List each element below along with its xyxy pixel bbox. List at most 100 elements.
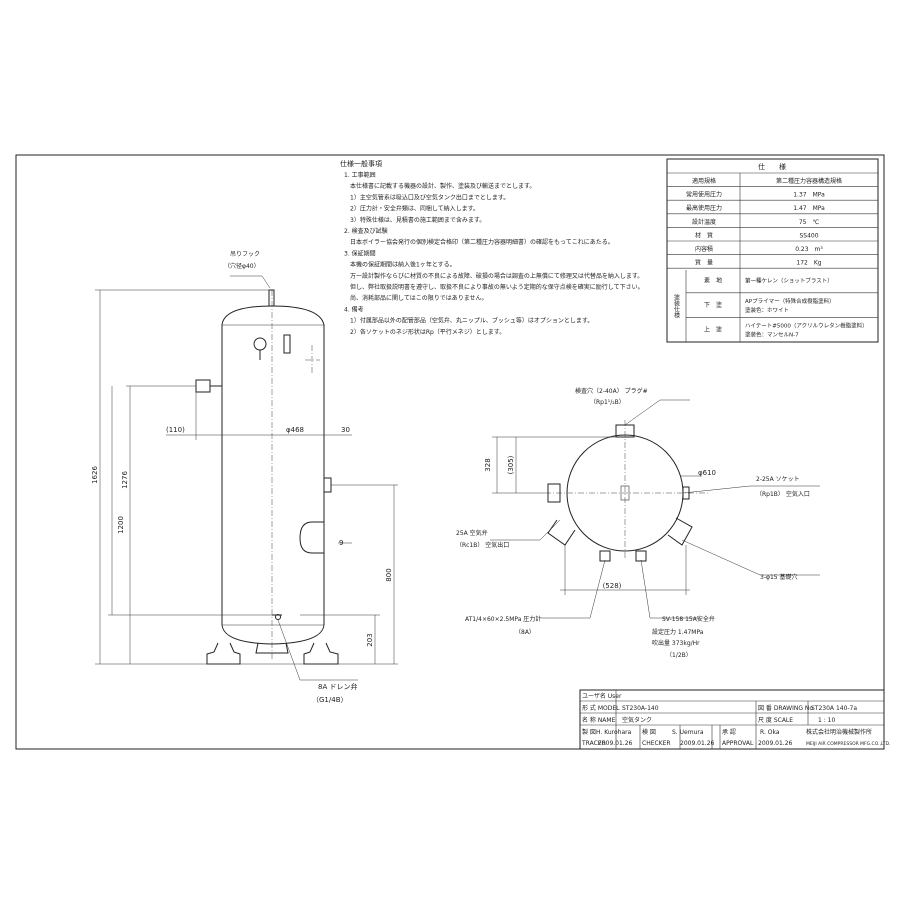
gauge-size: （8A） [515,629,535,636]
notes-line: 2）各ソケットのネジ形状はRp（平行メネジ）とします。 [350,328,505,336]
checked-name: S. Uemura [672,729,704,736]
top-outlet-valve-icon [547,483,561,503]
paint-row-label: 素 地 [704,277,722,285]
socket-label: 2-25A ソケット [756,476,800,483]
spec-row-label: 常用使用圧力 [686,191,722,199]
drain-label: 8A ドレン弁 [318,682,357,691]
dim-overall-height: 1626 [91,466,99,484]
general-notes: 仕様一般事項 1. 工事範囲本仕様書に記載する機器の設計、製作、塗装及び輸送まで… [340,159,644,336]
gauge-label: AT1/4×60×2.5MPa 圧力計 [465,615,541,623]
drawing-no-value: ST230A 140-7a [811,705,857,712]
spec-row-label: 内容積 [695,245,713,253]
hook-label: 吊りフック [230,251,260,258]
spec-row-value: SS400 [799,232,818,239]
checked-label-en: CHECKER [642,740,671,747]
dim-1276: 1276 [121,471,129,489]
dim-528: (528) [603,582,622,590]
notes-line: 1）付属部品以外の配管部品（空気弁、丸ニップル、ブッシュ等）はオプションとします… [350,317,593,325]
approved-date: 2009.01.26 [758,740,793,747]
notes-line: 3. 保証期間 [344,249,376,257]
dim-110: (110) [166,426,185,434]
checked-label: 検 図 [642,728,656,736]
spec-row-label: 最高使用圧力 [686,204,722,212]
outlet-label: 25A 空気弁 [456,529,488,537]
spec-header: 仕 様 [758,162,786,171]
outlet-valve-icon [195,379,211,393]
paint-group-label: 塗装仕様 [673,293,680,318]
spec-row-value: 第二種圧力容器構造規格 [776,177,842,185]
paint-row-value: 第一種ケレン（ショットブラスト） [745,277,833,285]
notes-line: 万一設計製作ならびに材質の不良による故障、破損の場合は調査の上無償にて修理又は代… [350,272,643,280]
name-label: 名 称 NAME [582,716,616,724]
model-label: 形 式 MODEL [582,704,620,712]
spec-row-value: 0.23 m³ [795,246,823,253]
dim-diameter: φ468 [286,426,304,434]
inspection-label: 検査穴（2-40A） プラグ# [575,387,648,395]
notes-line: 1. 工事範囲 [344,171,376,179]
company-name: 株式会社明治機械製作所 [806,728,872,736]
approved-name: R. Oka [760,729,780,736]
spec-row-label: 適用規格 [692,177,716,185]
inlet-socket-icon [323,477,332,493]
scale-label: 尺 度 SCALE [758,716,793,724]
model-value: ST230A-140 [622,705,659,712]
drawing-no-label: 図 番 DRAWING No [758,705,813,712]
inspection-size: （Rp1¹/₂B） [590,399,625,406]
safety-valve-icon [283,334,291,354]
name-value: 空気タンク [622,716,652,724]
outlet-size: （Rc1B） 空気出口 [456,541,509,549]
dim-9: 9 [339,539,343,547]
hook-dim: （穴径φ40） [224,262,260,270]
inspection-hole [299,521,324,554]
socket-size: （Rp1B） 空気入口 [756,490,810,498]
spec-row-value: 1.37 MPa [793,192,825,199]
paint-row-value: APプライマー（特殊合成樹脂塗料） [745,297,835,305]
dim-203: 203 [366,633,374,646]
lifting-hook [268,289,275,307]
scale-value: 1 : 10 [818,717,835,724]
paint-row-label: 上 塗 [704,326,722,334]
spec-row-label: 質 量 [695,259,713,267]
notes-title: 仕様一般事項 [340,159,382,168]
checked-date: 2009.01.26 [680,740,715,747]
spec-row-label: 材 質 [695,231,713,239]
drawn-date: 2009.01.26 [598,740,633,747]
notes-line: 4. 備考 [344,305,364,313]
safety-flow: 吹出量 373kg/Hr [652,639,700,647]
approved-label-en: APPROVAL [722,740,754,747]
spec-row-label: 設計温度 [692,218,716,226]
drain-valve-icon [275,614,281,620]
title-block: ユーザ名 User 形 式 MODEL ST230A-140 図 番 DRAWI… [579,689,890,750]
drain-size: （G1/4B） [312,696,348,704]
notes-line: 2）圧力計・安全弁類は、同梱して納入します。 [350,205,479,213]
vessel-legs [206,642,339,665]
notes-line: 但し、弊社取扱説明書を遵守し、取扱不良により事故の無いよう定期的な保守点検を確実… [350,283,644,291]
company-name-en: MEIJI AIR COMPRESSOR MFG.CO.,LTD. [806,741,890,747]
spec-row-value: 75 ℃ [799,219,820,226]
approved-label: 承 認 [722,728,736,736]
dim-328: 328 [484,458,492,471]
dim-30: 30 [341,426,350,434]
drawn-label-en: TRACER [581,740,606,747]
notes-line: 1）主空気管系は吸込口及び空気タンク出口までとします。 [350,193,509,201]
safety-set-pressure: 設定圧力 1.47MPa [652,628,704,636]
safety-valve-label: SV-158 15A安全弁 [662,615,715,623]
safety-size: （1/2B） [666,652,692,659]
notes-line: 3）特殊仕様は、見積書の施工範囲まで含みます。 [350,216,485,224]
paint-row-value2: 塗装色：ホワイト [745,306,789,314]
notes-line: 日本ボイラー協会発行の個別検定合格印（第二種圧力容器明細書）の確認をもってこれに… [350,238,614,246]
paint-row-value2: 塗装色：マンセルN-7 [745,331,799,339]
dim-1200: 1200 [117,516,125,534]
side-view: 吊りフック （穴径φ40） 1626 1276 1200 800 203 (11… [91,251,398,704]
drawn-name: H. Kurohara [596,729,632,736]
drawn-label: 製 図 [582,728,596,736]
notes-line: 尚、消耗部品に関してはこの限りではありません。 [350,294,488,302]
spec-row-value: 1.47 MPa [793,205,825,212]
pressure-gauge-icon [253,337,267,351]
top-diameter: φ610 [698,469,716,477]
notes-line: 本仕様書に記載する機器の設計、製作、塗装及び輸送までとします。 [350,182,535,190]
dim-305: (305) [507,455,515,474]
